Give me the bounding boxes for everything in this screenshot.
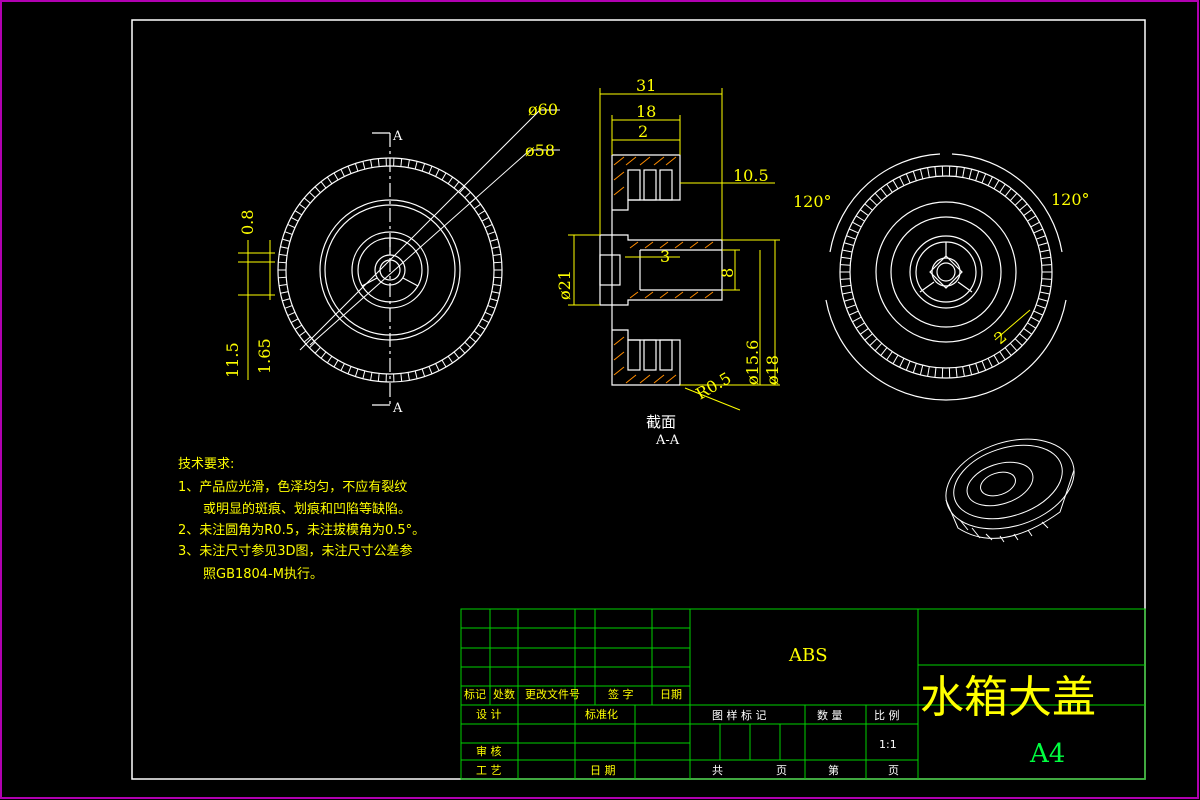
dim-1-65: 1.65 — [255, 338, 274, 374]
tb-design: 设 计 — [476, 708, 502, 721]
requirement-line: 3、未注尺寸参见3D图，未注尺寸公差参 — [178, 543, 413, 559]
front-view — [277, 132, 503, 406]
dim-d21: ø21 — [555, 270, 574, 300]
tb-no: 第 — [828, 763, 839, 777]
requirement-line: 1、产品应光滑，色泽均匀，不应有裂纹 — [178, 479, 407, 495]
front-teeth — [278, 158, 502, 382]
material-label: ABS — [788, 645, 828, 666]
dim-angle-left: 120° — [793, 192, 832, 211]
dim-3: 3 — [660, 247, 670, 266]
tb-sheets: 页 — [776, 764, 787, 777]
tb-change-doc: 更改文件号 — [525, 687, 580, 701]
requirement-line: 照GB1804-M执行。 — [203, 567, 323, 582]
tb-standardize: 标准化 — [585, 707, 618, 721]
tb-ratio: 比 例 — [874, 708, 900, 722]
cut-label-top: A — [392, 129, 403, 144]
dim-0-8: 0.8 — [238, 210, 257, 235]
tb-date2: 日 期 — [590, 764, 616, 777]
tb-signature: 签 字 — [608, 687, 634, 701]
tb-total: 共 — [712, 764, 723, 777]
dim-d60: ø60 — [528, 100, 558, 119]
section-title: 截面 — [646, 413, 676, 431]
part-name: 水箱大盖 — [920, 672, 1096, 723]
dim-31: 31 — [636, 76, 656, 95]
right-teeth — [840, 166, 1052, 378]
dim-angle-right: 120° — [1051, 190, 1090, 209]
requirement-line: 或明显的斑痕、划痕和凹陷等缺陷。 — [203, 501, 411, 517]
dim-11-5: 11.5 — [223, 342, 242, 378]
requirement-line: 2、未注圆角为R0.5，未注拔模角为0.5°。 — [178, 523, 425, 538]
requirements-heading: 技术要求: — [178, 457, 234, 472]
tb-sheet2: 页 — [888, 764, 899, 777]
dim-8: 8 — [718, 268, 737, 278]
tb-quantity: 数 量 — [817, 709, 843, 722]
title-block — [460, 608, 1146, 780]
dim-18: 18 — [636, 102, 656, 121]
dim-d58: ø58 — [525, 141, 555, 160]
iso-view — [945, 438, 1075, 543]
cut-label-bottom: A — [392, 401, 403, 416]
sheet-size: A4 — [1029, 739, 1065, 769]
dim-d18: ø18 — [763, 355, 782, 385]
tb-date: 日期 — [660, 688, 682, 701]
dim-10-5: 10.5 — [733, 166, 769, 185]
dim-d15-6: ø15.6 — [743, 340, 762, 385]
tb-drawing-mark: 图 样 标 记 — [712, 708, 767, 722]
dim-2: 2 — [638, 122, 648, 141]
section-view — [599, 154, 723, 386]
right-view — [825, 153, 1067, 401]
tb-process: 工 艺 — [476, 764, 502, 777]
section-hatch — [613, 156, 714, 384]
section-subtitle: A-A — [655, 433, 680, 448]
dim-r0-5: R0.5 — [693, 368, 735, 403]
tb-review: 审 核 — [476, 744, 502, 758]
tb-place: 处数 — [493, 688, 515, 701]
tb-mark: 标记 — [464, 687, 486, 701]
tb-scale-value: 1:1 — [879, 738, 897, 751]
dim-right-2: 2 — [990, 327, 1010, 348]
